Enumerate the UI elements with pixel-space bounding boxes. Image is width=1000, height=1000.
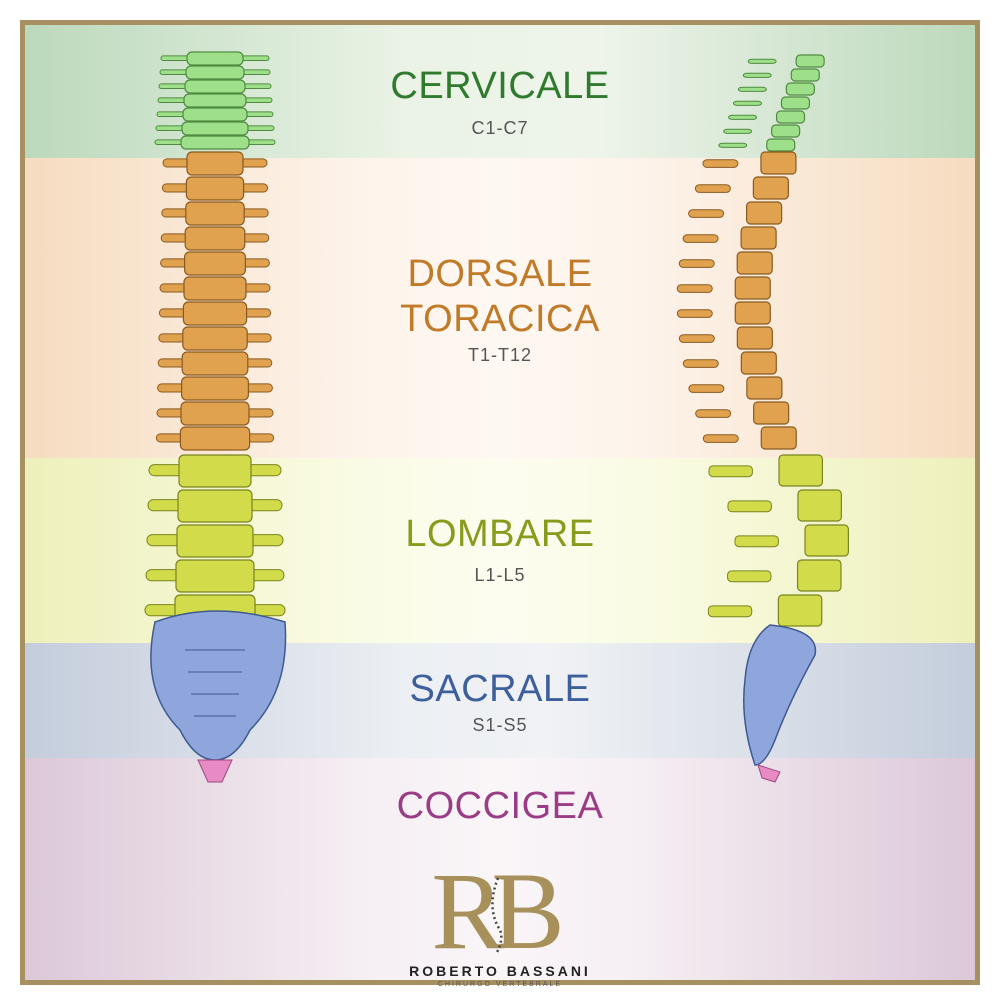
- side-vertebra: [778, 454, 824, 487]
- side-vertebra-process: [688, 384, 725, 393]
- front-vertebra: [180, 401, 250, 426]
- side-vertebra-process: [708, 465, 753, 478]
- side-vertebra-process: [688, 209, 725, 218]
- sacral-label: SACRALE: [409, 668, 591, 710]
- side-vertebra: [771, 124, 801, 138]
- side-vertebra-process: [695, 409, 732, 418]
- front-vertebra: [186, 151, 244, 176]
- sacral-range: S1-S5: [472, 715, 528, 735]
- spine-side-view: [676, 54, 849, 783]
- front-vertebra: [184, 251, 247, 276]
- front-vertebra: [182, 107, 248, 122]
- front-vertebra: [181, 376, 250, 401]
- side-vertebra-process: [702, 434, 739, 443]
- thoracic-label-line2: TORACICA: [400, 298, 600, 340]
- logo-name: ROBERTO BASSANI: [409, 963, 591, 979]
- logo: R B: [400, 850, 600, 972]
- side-vertebra: [753, 401, 790, 425]
- side-coccyx: [757, 764, 781, 783]
- side-vertebra: [785, 82, 815, 96]
- cervical-range: C1-C7: [471, 118, 529, 138]
- coccyx-band: [25, 758, 975, 980]
- front-vertebra: [185, 65, 245, 80]
- side-vertebra-process: [694, 184, 731, 193]
- coccyx-label: COCCIGEA: [396, 785, 604, 827]
- monogram-b: B: [491, 858, 564, 958]
- side-vertebra: [740, 351, 777, 375]
- thoracic-label-line1: DORSALE: [407, 253, 593, 295]
- front-vertebra: [177, 489, 253, 523]
- side-vertebra-process: [737, 86, 767, 92]
- front-vertebra: [176, 524, 254, 558]
- side-vertebra: [780, 96, 811, 110]
- spine-front-view: [144, 51, 287, 783]
- front-vertebra: [186, 51, 244, 66]
- side-vertebra-process: [682, 359, 719, 368]
- front-vertebra: [180, 135, 250, 150]
- front-vertebra: [182, 301, 248, 326]
- side-vertebra: [760, 426, 797, 450]
- side-vertebra: [797, 489, 842, 522]
- rb-monogram-icon: R B: [431, 850, 564, 972]
- side-vertebra-process: [676, 309, 713, 318]
- side-vertebra: [736, 251, 773, 275]
- side-vertebra: [736, 326, 773, 350]
- front-vertebra: [182, 326, 248, 351]
- side-vertebra: [740, 226, 777, 250]
- front-vertebra: [184, 226, 246, 251]
- side-vertebra: [734, 276, 771, 300]
- side-sacrum: [743, 624, 817, 766]
- monogram-spine-dots: [491, 877, 503, 955]
- front-vertebra: [185, 201, 245, 226]
- front-vertebra: [181, 121, 249, 136]
- side-vertebra-process: [707, 605, 753, 618]
- front-sacrum: [150, 610, 287, 761]
- front-vertebra: [178, 454, 252, 488]
- front-vertebra: [181, 351, 249, 376]
- front-vertebra: [183, 93, 247, 108]
- side-vertebra-process: [723, 128, 753, 134]
- side-vertebra: [775, 110, 806, 124]
- side-vertebra-process: [732, 100, 762, 106]
- front-vertebra: [179, 426, 251, 451]
- side-vertebra: [746, 201, 783, 225]
- side-vertebra: [804, 524, 849, 557]
- thoracic-range: T1-T12: [467, 345, 533, 365]
- logo-subtitle: CHIRURGO VERTEBRALE: [437, 981, 563, 988]
- side-vertebra: [796, 559, 842, 592]
- front-vertebra: [183, 276, 247, 301]
- side-vertebra-process: [747, 58, 777, 64]
- front-vertebra: [175, 559, 255, 593]
- side-vertebra-process: [682, 234, 719, 243]
- side-vertebra-process: [702, 159, 739, 168]
- side-vertebra: [777, 594, 823, 627]
- lumbar-label: LOMBARE: [405, 513, 595, 555]
- side-vertebra: [752, 176, 789, 200]
- side-vertebra: [766, 138, 796, 152]
- side-vertebra: [734, 301, 771, 325]
- front-coccyx: [197, 759, 233, 783]
- side-vertebra-process: [742, 72, 772, 78]
- side-vertebra: [746, 376, 783, 400]
- side-vertebra-process: [727, 570, 772, 583]
- side-vertebra: [760, 151, 797, 175]
- side-vertebra-process: [734, 535, 779, 548]
- front-vertebra: [184, 79, 246, 94]
- side-vertebra-process: [728, 114, 758, 120]
- side-vertebra-process: [678, 259, 715, 268]
- lumbar-range: L1-L5: [474, 565, 526, 585]
- monogram-r: R: [431, 858, 505, 958]
- side-vertebra-process: [718, 142, 748, 148]
- side-vertebra: [795, 54, 825, 68]
- side-vertebra-process: [727, 500, 772, 513]
- cervical-label: CERVICALE: [390, 65, 610, 107]
- side-vertebra-process: [678, 334, 715, 343]
- side-vertebra-process: [676, 284, 713, 293]
- front-vertebra: [185, 176, 245, 201]
- side-vertebra: [790, 68, 820, 82]
- cervical-band: [25, 25, 975, 158]
